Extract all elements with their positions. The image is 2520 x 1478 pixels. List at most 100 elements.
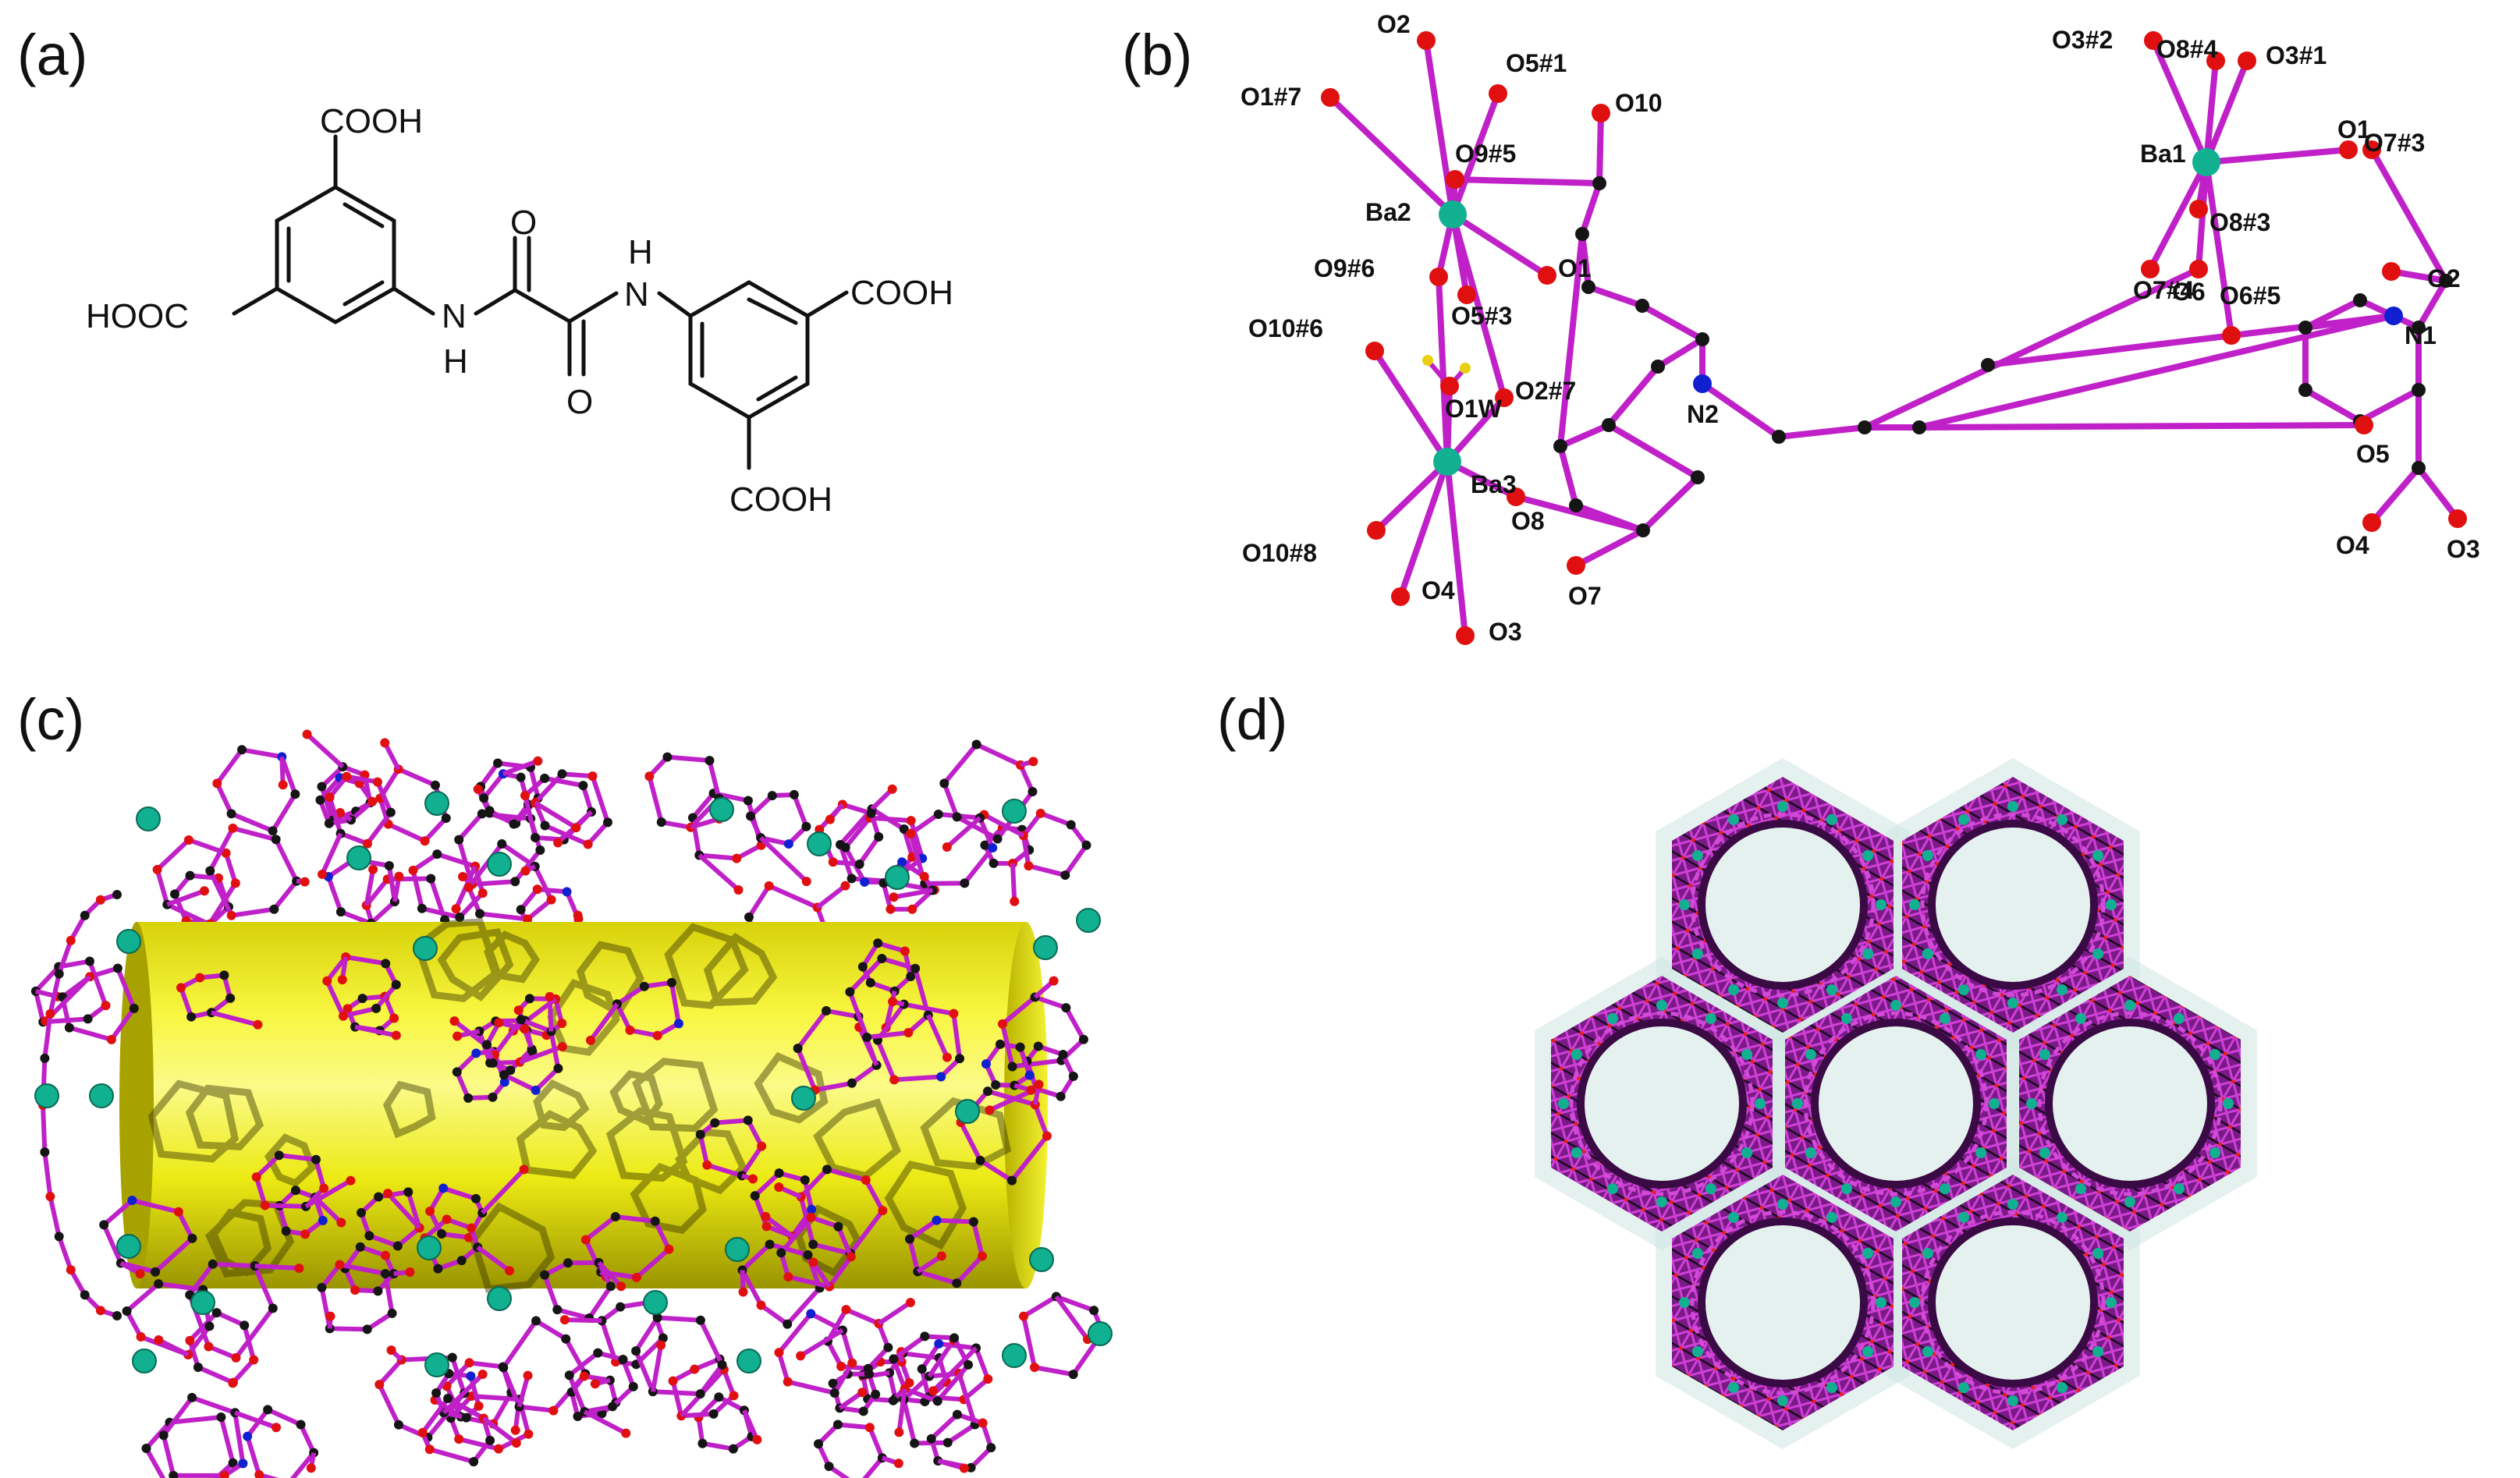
atom-node bbox=[433, 1264, 443, 1274]
honeycomb-packing-view bbox=[1535, 758, 2257, 1449]
barium-node bbox=[807, 831, 832, 856]
oxygen-atom bbox=[391, 1030, 401, 1040]
atom-node bbox=[552, 1305, 563, 1315]
barium-node bbox=[487, 1286, 512, 1311]
pore-rim-strands bbox=[1690, 1210, 1876, 1395]
oxygen-atom bbox=[559, 1315, 570, 1325]
atom-node bbox=[1035, 808, 1045, 818]
barium-node bbox=[2174, 1183, 2185, 1195]
atom-node bbox=[431, 1388, 442, 1398]
bond bbox=[320, 832, 343, 876]
atom-node bbox=[254, 1469, 264, 1478]
atom-label: O1#7 bbox=[1240, 83, 1301, 111]
atom-node bbox=[540, 773, 550, 783]
barium-node bbox=[1862, 1248, 1874, 1259]
atom-node bbox=[981, 1059, 991, 1069]
atom-label: Ba3 bbox=[1471, 470, 1517, 498]
atom-node bbox=[1019, 1311, 1029, 1321]
barium-node bbox=[1558, 1098, 1569, 1109]
bond bbox=[1916, 422, 2367, 431]
barium-node bbox=[791, 1086, 816, 1111]
atom-node bbox=[185, 1335, 195, 1345]
atom-node bbox=[964, 1359, 974, 1370]
bond bbox=[1450, 90, 1501, 218]
bond bbox=[1639, 303, 1705, 342]
barium-node bbox=[1922, 1346, 1933, 1357]
atom-node bbox=[228, 823, 238, 833]
shadow-ring bbox=[264, 1133, 317, 1188]
bond bbox=[877, 1300, 912, 1326]
atom-node bbox=[728, 1444, 738, 1454]
oxygen-atom bbox=[449, 1016, 460, 1026]
atom-node bbox=[432, 849, 442, 860]
bond bbox=[1450, 211, 1550, 278]
oxygen-atom bbox=[2238, 51, 2256, 70]
atom-node bbox=[80, 910, 90, 920]
barium-node bbox=[1571, 1147, 1582, 1158]
cooh-bottom: COOH bbox=[729, 480, 832, 519]
barium-node bbox=[1958, 1211, 1969, 1223]
atom-node bbox=[907, 904, 917, 914]
atom-node bbox=[793, 1044, 803, 1054]
oxygen-atom bbox=[2189, 260, 2208, 278]
atom-node bbox=[374, 1380, 385, 1390]
bond bbox=[254, 1264, 300, 1271]
barium-node bbox=[2075, 1012, 2086, 1024]
oxygen-atom bbox=[383, 1189, 393, 1199]
oxygen-atom bbox=[135, 1269, 145, 1279]
barium-node bbox=[2007, 1395, 2018, 1406]
atom-node bbox=[557, 769, 567, 779]
pore-rim bbox=[1928, 820, 2098, 990]
atom-node bbox=[384, 861, 394, 871]
shadow-ring bbox=[382, 1080, 436, 1139]
atom-node bbox=[424, 1444, 435, 1455]
atom-label: O9#6 bbox=[1314, 254, 1375, 282]
barium-node bbox=[34, 1083, 59, 1108]
oxygen-atom bbox=[520, 866, 531, 876]
atom-node bbox=[864, 1423, 875, 1433]
shadow-ring bbox=[210, 1208, 272, 1277]
atom-node bbox=[357, 1207, 367, 1217]
carbon-atom bbox=[1553, 439, 1567, 453]
atom-node bbox=[324, 818, 334, 828]
atom-node bbox=[605, 1281, 616, 1292]
atom-node bbox=[403, 1187, 413, 1197]
atom-node bbox=[463, 1093, 474, 1103]
bond bbox=[385, 1192, 421, 1230]
barium-node bbox=[2209, 1147, 2221, 1158]
atom-node bbox=[311, 1154, 321, 1164]
shadow-ring bbox=[675, 1128, 747, 1195]
atom-node bbox=[986, 1443, 996, 1453]
atom-node bbox=[971, 739, 981, 750]
atom-node bbox=[906, 816, 916, 826]
atom-node bbox=[767, 791, 777, 801]
atom-node bbox=[563, 1258, 573, 1268]
atom-node bbox=[695, 1389, 705, 1399]
atom-node bbox=[271, 835, 281, 845]
bond bbox=[764, 1214, 794, 1239]
cooh-right: COOH bbox=[850, 274, 953, 312]
atom-node bbox=[499, 1363, 509, 1373]
atom-node bbox=[862, 1032, 872, 1042]
barium-node bbox=[2092, 1248, 2104, 1259]
atom-node bbox=[497, 839, 507, 849]
oxygen-atom bbox=[318, 869, 328, 879]
atom-node bbox=[325, 792, 335, 803]
barium-node bbox=[487, 852, 512, 877]
oxygen-atom bbox=[887, 784, 897, 794]
oxygen-atom bbox=[394, 871, 404, 881]
atom-node bbox=[127, 1196, 137, 1206]
bond bbox=[1444, 459, 1468, 639]
atom-node bbox=[847, 874, 857, 884]
atom-node bbox=[40, 1053, 50, 1063]
bond bbox=[2415, 278, 2449, 331]
atom-node bbox=[708, 1409, 719, 1419]
atom-node bbox=[380, 1268, 390, 1278]
atom-label: O1W bbox=[1445, 395, 1503, 423]
panel-d: (d) bbox=[1217, 671, 2520, 1478]
barium-atom bbox=[1433, 448, 1461, 476]
atom-node bbox=[801, 821, 811, 831]
nitrogen-atom bbox=[2384, 307, 2403, 325]
bond bbox=[476, 1245, 511, 1273]
oxygen-atom bbox=[302, 729, 312, 739]
